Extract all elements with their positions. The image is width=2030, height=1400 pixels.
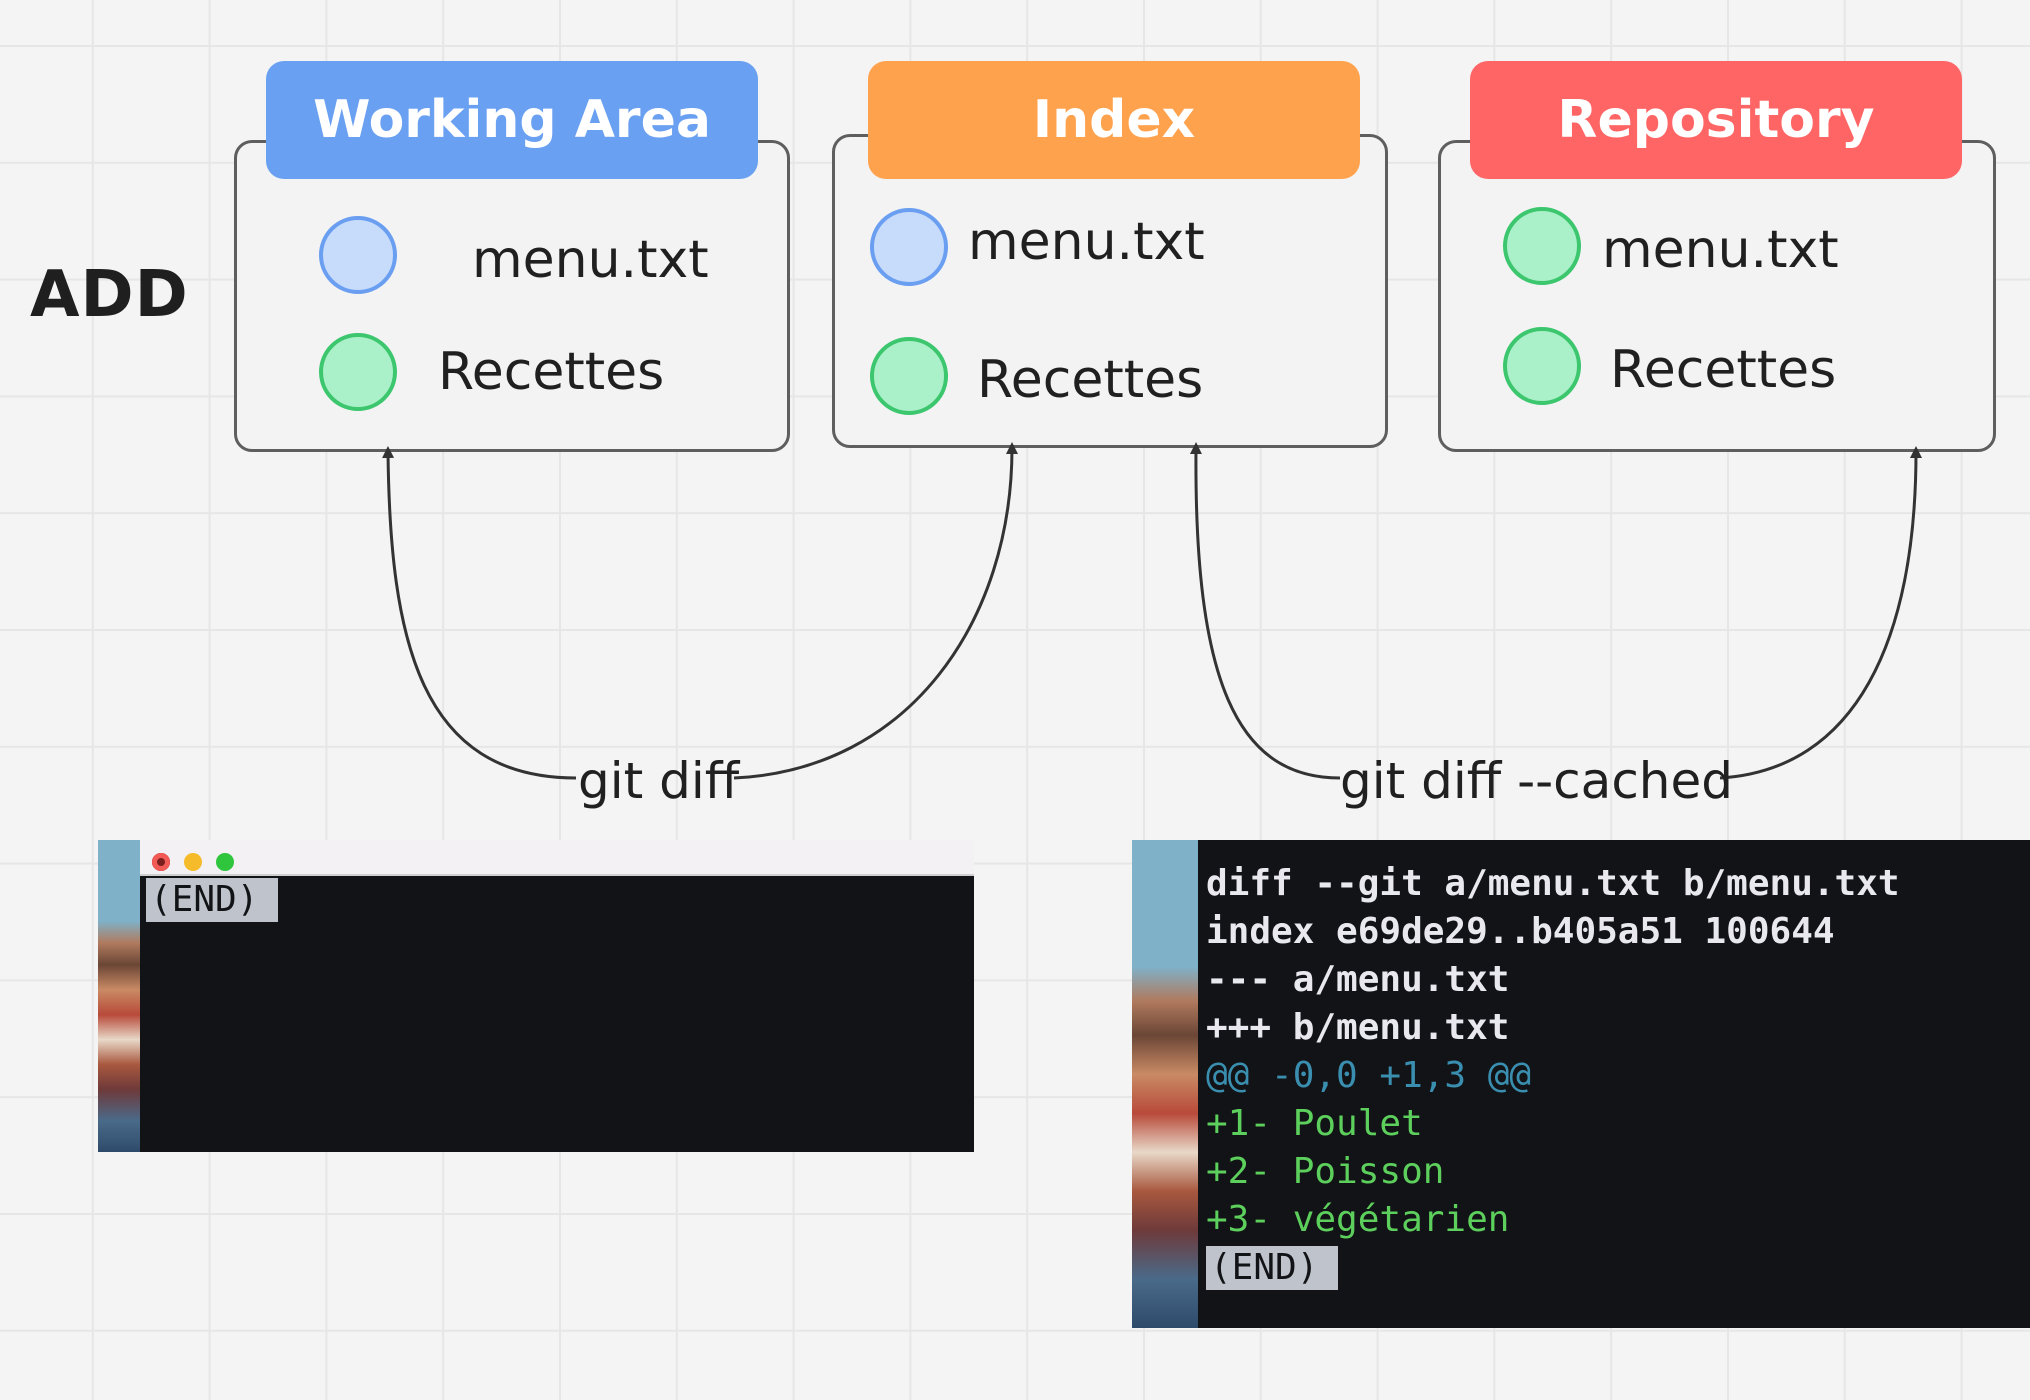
desktop-wallpaper (1132, 840, 1198, 1328)
terminal-line: --- a/menu.txt (1206, 956, 1900, 1004)
index-header: Index (868, 61, 1360, 179)
working-area-header: Working Area (266, 61, 758, 179)
desktop-wallpaper (98, 840, 140, 1152)
repository-recettes-dot (1503, 327, 1581, 405)
diff-added-line: +3- végétarien (1206, 1199, 1510, 1240)
terminal-line: @@ -0,0 +1,3 @@ (1206, 1052, 1900, 1100)
terminal-line: +3- végétarien (1206, 1196, 1900, 1244)
diff-added-line: +2- Poisson (1206, 1151, 1445, 1192)
close-window-icon[interactable] (152, 853, 170, 871)
repository-header: Repository (1470, 61, 1962, 179)
diff-added-line: +1- Poulet (1206, 1103, 1423, 1144)
git-diff-arrow (382, 446, 577, 780)
index-menu-dot (870, 208, 948, 286)
terminal-line: index e69de29..b405a51 100644 (1206, 908, 1900, 956)
end-marker: (END) (1206, 1246, 1339, 1290)
git-diff-arrow-right (733, 442, 1018, 780)
working-area-recettes-label: Recettes (438, 342, 665, 402)
terminal-output-left: (END) (146, 876, 279, 924)
terminal-titlebar[interactable] (140, 840, 974, 876)
index-recettes-label: Recettes (977, 350, 1204, 410)
repository-recettes-label: Recettes (1610, 340, 1837, 400)
working-area-recettes-dot (319, 333, 397, 411)
git-diff-cached-label: git diff --cached (1340, 752, 1733, 810)
terminal-window-right[interactable]: diff --git a/menu.txt b/menu.txt index e6… (1132, 840, 2030, 1328)
terminal-window-left[interactable]: (END) (98, 840, 974, 1152)
working-area-menu-label: menu.txt (472, 230, 709, 290)
working-area-menu-dot (319, 216, 397, 294)
minimize-window-icon[interactable] (184, 853, 202, 871)
git-diff-cached-arrow-right (1719, 446, 1922, 780)
terminal-line: diff --git a/menu.txt b/menu.txt (1206, 860, 1900, 908)
diff-header-line: +++ b/menu.txt (1206, 1007, 1510, 1048)
git-diff-label: git diff (578, 752, 740, 810)
terminal-line: (END) (146, 876, 279, 924)
git-diff-cached-arrow (1189, 442, 1341, 780)
terminal-line: +2- Poisson (1206, 1148, 1900, 1196)
diagram-title: ADD (30, 258, 189, 332)
terminal-line: +++ b/menu.txt (1206, 1004, 1900, 1052)
index-recettes-dot (870, 337, 948, 415)
working-area-panel (234, 140, 790, 452)
diff-header-line: --- a/menu.txt (1206, 959, 1510, 1000)
repository-menu-dot (1503, 207, 1581, 285)
diff-header-line: diff --git a/menu.txt b/menu.txt (1206, 863, 1900, 904)
terminal-line: +1- Poulet (1206, 1100, 1900, 1148)
terminal-line: (END) (1206, 1244, 1900, 1292)
index-menu-label: menu.txt (968, 212, 1205, 272)
repository-menu-label: menu.txt (1602, 220, 1839, 280)
maximize-window-icon[interactable] (216, 853, 234, 871)
diff-hunk-line: @@ -0,0 +1,3 @@ (1206, 1055, 1532, 1096)
terminal-output-right: diff --git a/menu.txt b/menu.txt index e6… (1206, 860, 1900, 1292)
end-marker: (END) (146, 878, 279, 922)
diff-header-line: index e69de29..b405a51 100644 (1206, 911, 1835, 952)
